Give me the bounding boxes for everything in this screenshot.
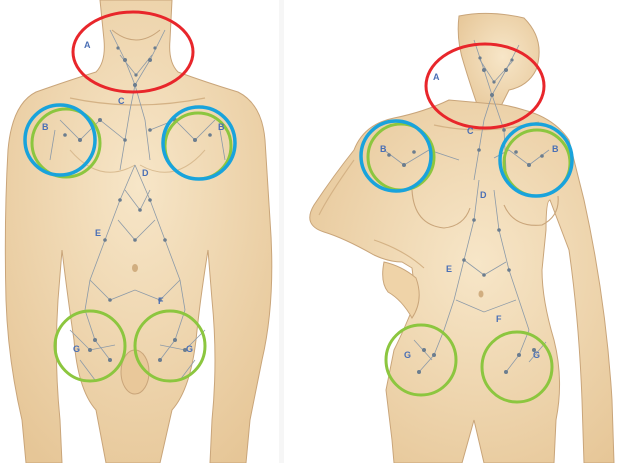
male-lymph-figure: A B B C D E F G G xyxy=(0,0,278,463)
female-head xyxy=(458,13,539,110)
female-navel xyxy=(479,291,484,298)
female-label-g-right: G xyxy=(533,350,540,360)
female-label-e: E xyxy=(446,264,452,274)
male-label-g-left: G xyxy=(73,344,80,354)
female-label-g-left: G xyxy=(404,350,411,360)
male-label-d: D xyxy=(142,168,149,178)
female-label-f: F xyxy=(496,314,502,324)
male-label-b-left: B xyxy=(42,122,49,132)
male-label-f: F xyxy=(158,296,164,306)
male-label-e: E xyxy=(95,228,101,238)
male-body-illustration: A B B C D E F G G xyxy=(0,0,278,463)
male-label-c: C xyxy=(118,96,125,106)
female-lymph-figure: A B B C D E F G G xyxy=(284,0,622,463)
female-label-b-right: B xyxy=(552,144,559,154)
male-navel xyxy=(132,264,138,272)
male-label-b-right: B xyxy=(218,122,225,132)
female-label-d: D xyxy=(480,190,487,200)
female-label-b-left: B xyxy=(380,144,387,154)
female-label-a: A xyxy=(433,72,440,82)
female-label-c: C xyxy=(467,126,474,136)
female-body-illustration: A B B C D E F G G xyxy=(284,0,622,463)
male-label-a: A xyxy=(84,40,91,50)
male-label-g-right: G xyxy=(186,344,193,354)
